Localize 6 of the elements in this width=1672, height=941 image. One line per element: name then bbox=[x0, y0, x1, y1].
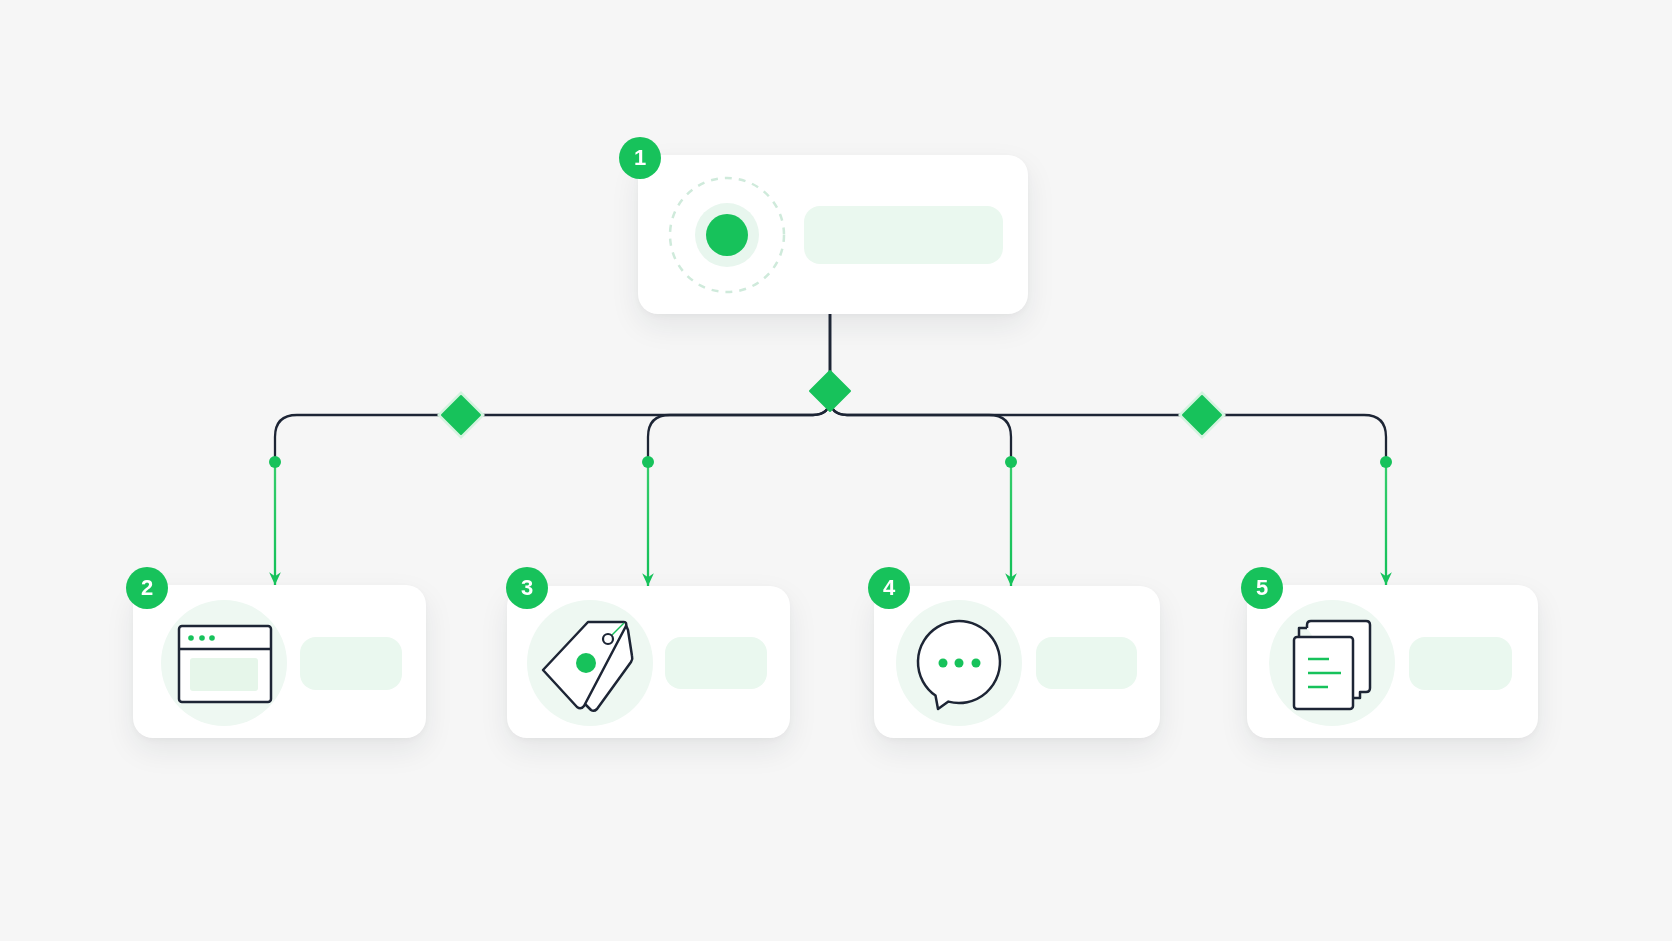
connector-arrow bbox=[828, 314, 1392, 585]
step-number-badge: 2 bbox=[126, 567, 168, 609]
step-number-badge: 1 bbox=[619, 137, 661, 179]
step-number-badge: 5 bbox=[1241, 567, 1283, 609]
step-number-badge: 3 bbox=[506, 567, 548, 609]
step-number-badge: 4 bbox=[868, 567, 910, 609]
